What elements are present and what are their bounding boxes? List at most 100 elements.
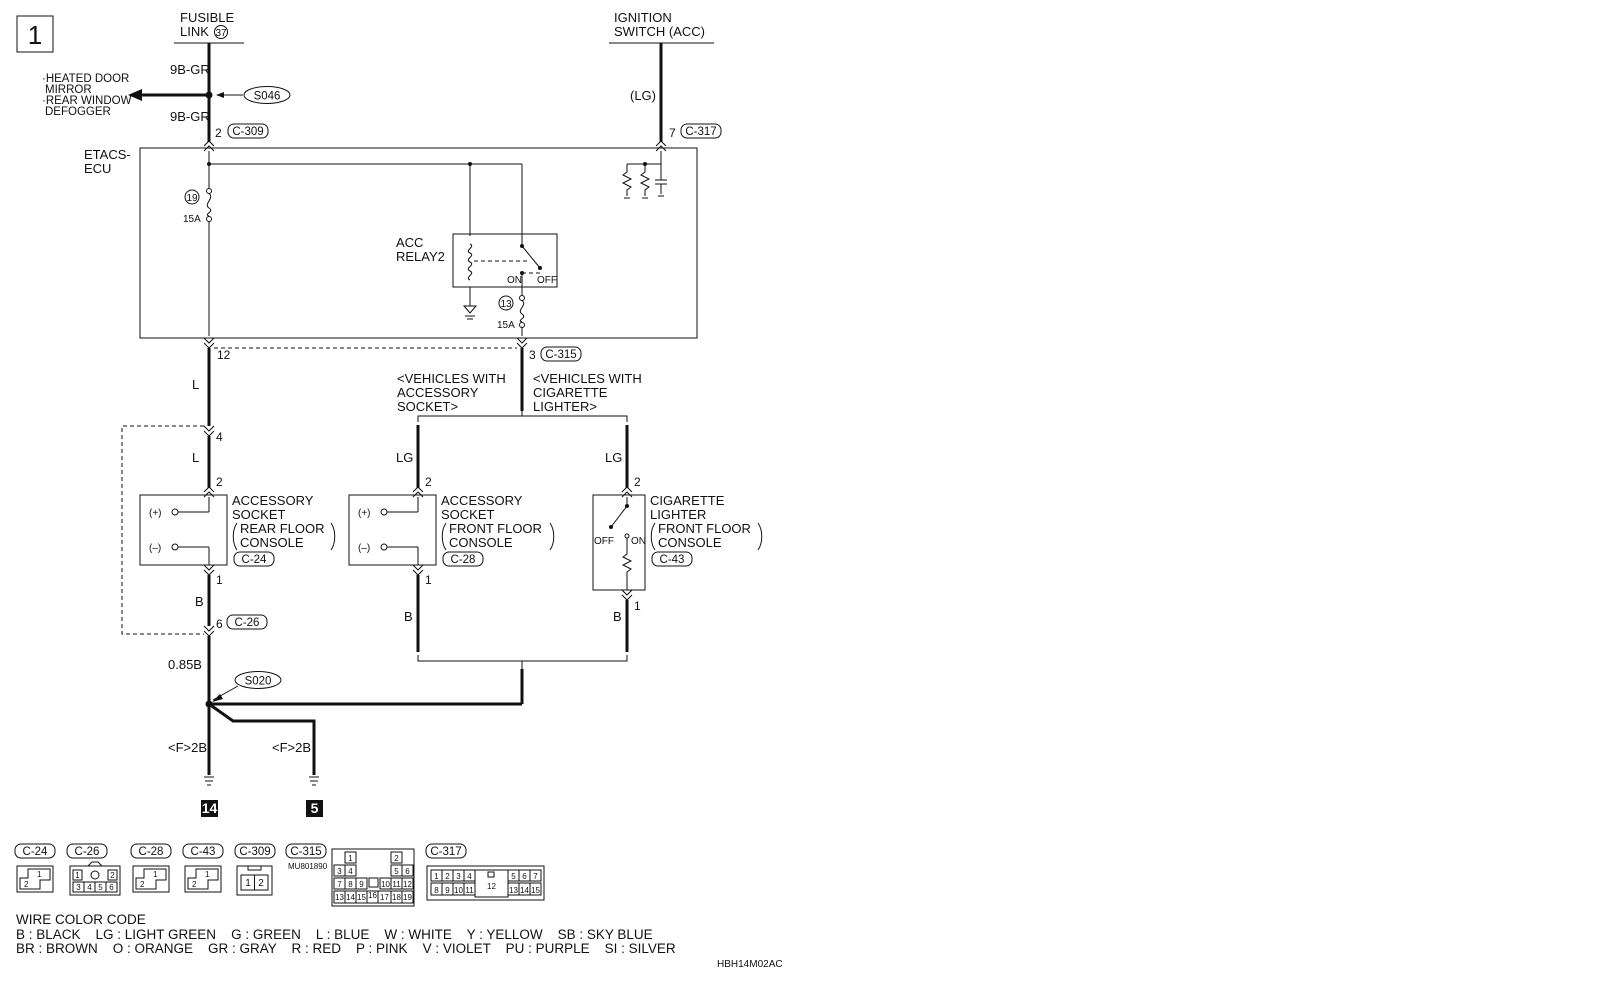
relay-off-contact [538,266,542,270]
view-c315-pin-6: 6 [405,867,410,876]
connector-c309-label: C-309 [232,126,263,138]
front-socket-label-1: ACCESSORY [441,493,523,508]
lighter-box [592,494,646,591]
splice-point-upper [205,91,213,99]
fusible-link-number: 37 [215,28,227,39]
view-c315-label: C-315 [290,846,321,858]
legend-title: WIRE COLOR CODE [16,912,146,927]
front-socket-label-4: CONSOLE [449,535,513,550]
connector-c26-label: C-26 [235,617,260,629]
view-c315-pin-10: 10 [381,880,390,889]
front-socket-minus: (–) [358,543,370,554]
resistor-2-icon [639,164,651,196]
front-socket-label-3: FRONT FLOOR [449,521,542,536]
connector-tag-c24 [233,551,275,567]
view-c26-lock [90,870,100,880]
view-c317-pin-3: 3 [456,872,461,881]
wire-ground-branch [208,702,316,775]
ground-point-14: 14 [202,800,218,816]
view-c28-housing [132,865,170,893]
ground-point-5-box [306,800,323,817]
fuse-13-number-circle [498,295,514,311]
view-c26-label: C-26 [75,846,100,858]
connector-tag-c26 [226,614,268,630]
lighter-heater-icon [621,538,633,590]
legend-line-2: BR : BROWN O : ORANGE GR : GRAY R : RED … [16,941,676,956]
view-c26-pin-6: 6 [109,883,114,892]
view-c26-pin-1: 1 [75,871,80,880]
view-c315-pin-14: 14 [346,893,355,902]
branch-label-3: ·REAR WINDOW [42,95,132,107]
connector-tag-c28 [442,551,484,567]
view-c43-cavities [187,868,219,890]
view-c309-pin-1: 1 [245,878,251,889]
fuse-13-element-icon [519,300,525,323]
wire-label-l-1: L [192,377,199,392]
lighter-label-1: CIGARETTE [650,493,725,508]
rear-socket-paren-right [330,522,336,551]
view-tag-c28 [130,843,172,859]
view-c26-cell-2 [107,869,118,881]
view-c43-pin-b: 1 [205,870,210,879]
connector-tag-c43 [651,551,693,567]
variant-bracket-bottom [417,655,628,662]
fuse-19-element-icon [206,193,212,217]
ignition-label-1: IGNITION [614,10,672,25]
view-c315-pin-18: 18 [392,893,401,902]
view-c315-pin-7: 7 [337,880,342,889]
view-c317-pin-5: 5 [511,872,516,881]
connector-c28-label: C-28 [451,554,476,566]
rear-socket-plus: (+) [149,508,162,519]
front-socket-box [348,494,437,566]
rear-socket-label-2: SOCKET [232,507,286,522]
chevron-lighter-1-icon [621,589,633,601]
fusible-link-label-2: LINK [180,24,209,39]
view-c26-latch [87,861,103,867]
branch-label-4: DEFOGGER [45,106,111,118]
chevron-c26-6-icon [203,625,215,637]
view-c315-pin-9: 9 [359,880,364,889]
view-c26-pin-3: 3 [76,883,81,892]
wire-label-lg-lighter: LG [605,450,622,465]
fusible-link-number-circle [214,25,228,39]
variant-lighter-3: LIGHTER> [533,399,597,414]
view-tag-c309 [234,843,276,859]
wire-label-lg-front: LG [396,450,413,465]
view-c24-pin-b: 1 [37,870,42,879]
view-c26-pin-5: 5 [98,883,103,892]
fuse-13-terminal-bottom [519,322,525,328]
view-tag-c317 [425,843,467,859]
pin-rear-1: 1 [216,573,223,587]
splice-s020-label: S020 [245,676,272,688]
wire-label-b-front: B [404,609,413,624]
branch-label-1: ·HEATED DOOR [42,73,129,85]
variant-lighter-1: <VEHICLES WITH [533,371,642,386]
view-c317-pin-15: 15 [531,886,540,895]
fuse-19-terminal-top [206,188,212,194]
lighter-label-3: FRONT FLOOR [658,521,751,536]
pin-ecu-12: 12 [217,348,231,362]
ground-point-5: 5 [311,800,319,816]
view-c43-housing [184,865,222,893]
pin-front-1: 1 [425,573,432,587]
pin-c26-4: 4 [216,430,223,444]
variant-lighter-2: CIGARETTE [533,385,608,400]
connector-tag-c317 [680,123,722,139]
view-tag-c24 [14,843,56,859]
view-c309-housing [236,865,273,896]
splice-s046-ellipse [243,86,291,104]
front-socket-plus-terminal [380,508,388,516]
view-c26-housing [69,865,121,896]
variant-bracket-top [417,415,628,422]
fuse-19-number-circle [184,189,200,205]
arrow-small-icon-2 [212,694,223,702]
connector-c315-label: C-315 [545,349,576,361]
view-c26-row-2 [72,881,118,893]
fuse-13-terminal-top [519,295,525,301]
wire-label-085b: 0.85B [168,657,202,672]
view-tag-c315 [285,843,327,859]
view-c317-pin-8: 8 [434,886,439,895]
relay-switch-blade [521,245,541,269]
